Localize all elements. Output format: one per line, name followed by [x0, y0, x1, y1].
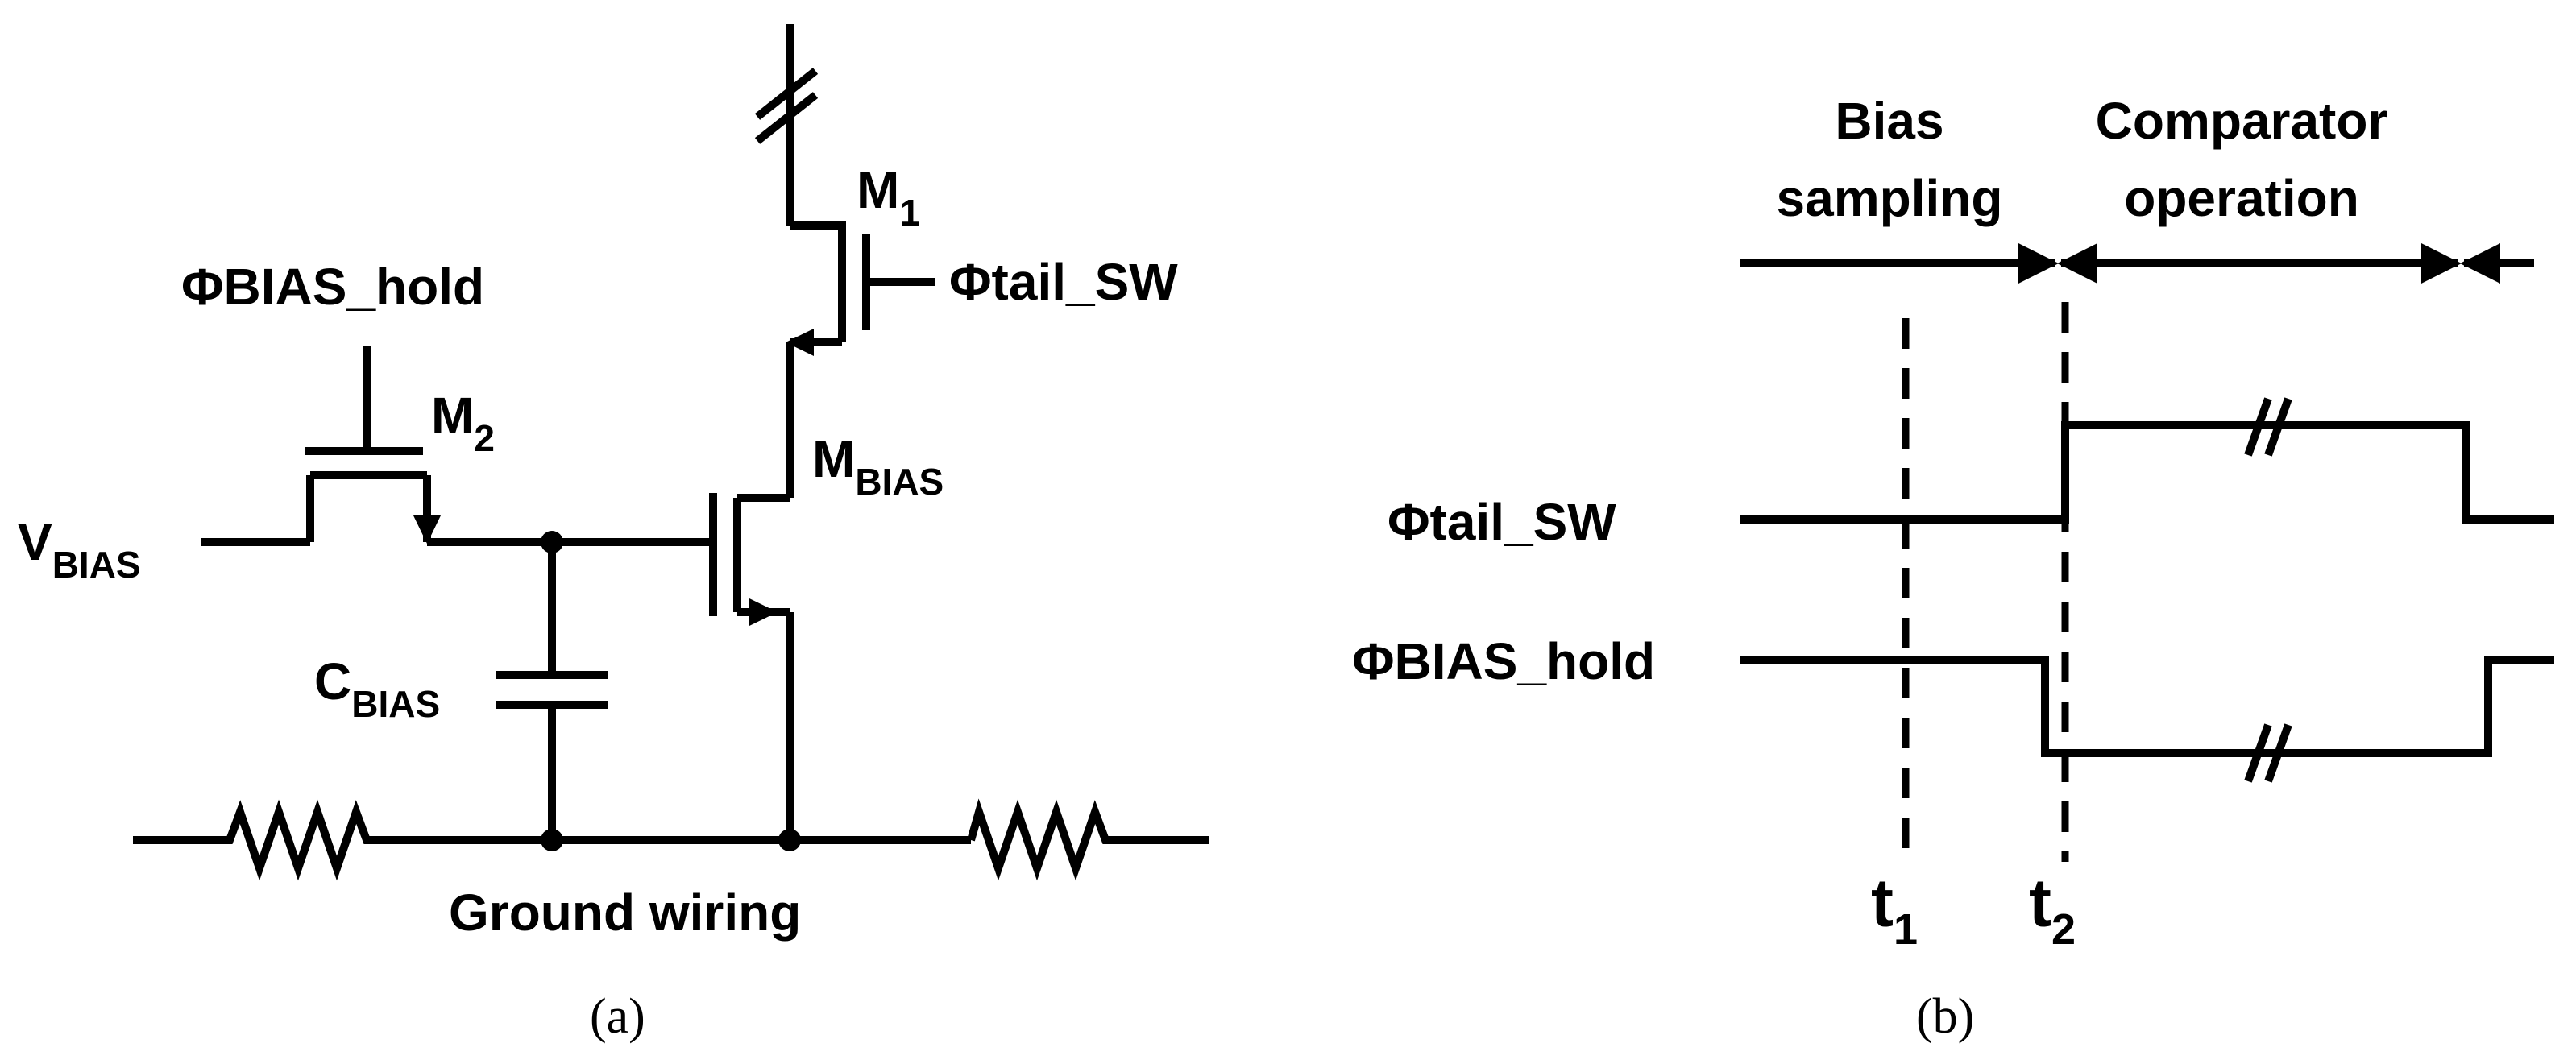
- ground-node-cap: [541, 829, 563, 851]
- label-ground-wiring: Ground wiring: [449, 884, 801, 942]
- m1-transistor: [786, 221, 935, 356]
- label-vbias: VBIAS: [18, 513, 141, 586]
- mbias-transistor: [709, 493, 794, 840]
- label-phi-tail-sw: Φtail_SW: [949, 253, 1178, 311]
- panel-b-timing: Bias sampling Comparator operation Φtail…: [1352, 92, 2554, 1044]
- phase-bias-line1: Bias: [1835, 92, 1943, 150]
- caption-a: (a): [590, 989, 645, 1044]
- phase-bias-line2: sampling: [1777, 169, 2003, 227]
- phase-comparator-line1: Comparator: [2096, 92, 2388, 150]
- label-signal-phi-tail-sw: Φtail_SW: [1388, 493, 1616, 551]
- label-m2: M2: [431, 387, 495, 459]
- supply-wire: [754, 24, 842, 230]
- cbias-capacitor: [496, 542, 608, 840]
- ground-node-mbias: [778, 829, 801, 851]
- m2-source-arrow: [413, 515, 441, 544]
- m2-transistor: [201, 346, 441, 546]
- panel-a-circuit: ΦBIAS_hold M2 M1 Φtail_SW MBIAS VBIAS CB…: [18, 24, 1209, 1044]
- label-m1: M1: [857, 161, 920, 234]
- label-t1: t1: [1871, 865, 1918, 954]
- label-phi-bias-hold: ΦBIAS_hold: [181, 258, 484, 316]
- mbias-source-arrow: [749, 598, 778, 626]
- label-mbias: MBIAS: [812, 430, 944, 503]
- label-signal-phi-bias-hold: ΦBIAS_hold: [1352, 632, 1655, 690]
- caption-b: (b): [1916, 989, 1974, 1044]
- ground-wiring: [133, 798, 1209, 881]
- label-cbias: CBIAS: [314, 652, 440, 725]
- waveform-phi-bias-hold: [1740, 656, 2554, 783]
- label-t2: t2: [2029, 865, 2076, 954]
- m1-source-arrow: [786, 329, 814, 356]
- waveform-phi-tail-sw: [1740, 397, 2554, 524]
- phase-comparator-line2: operation: [2124, 169, 2359, 227]
